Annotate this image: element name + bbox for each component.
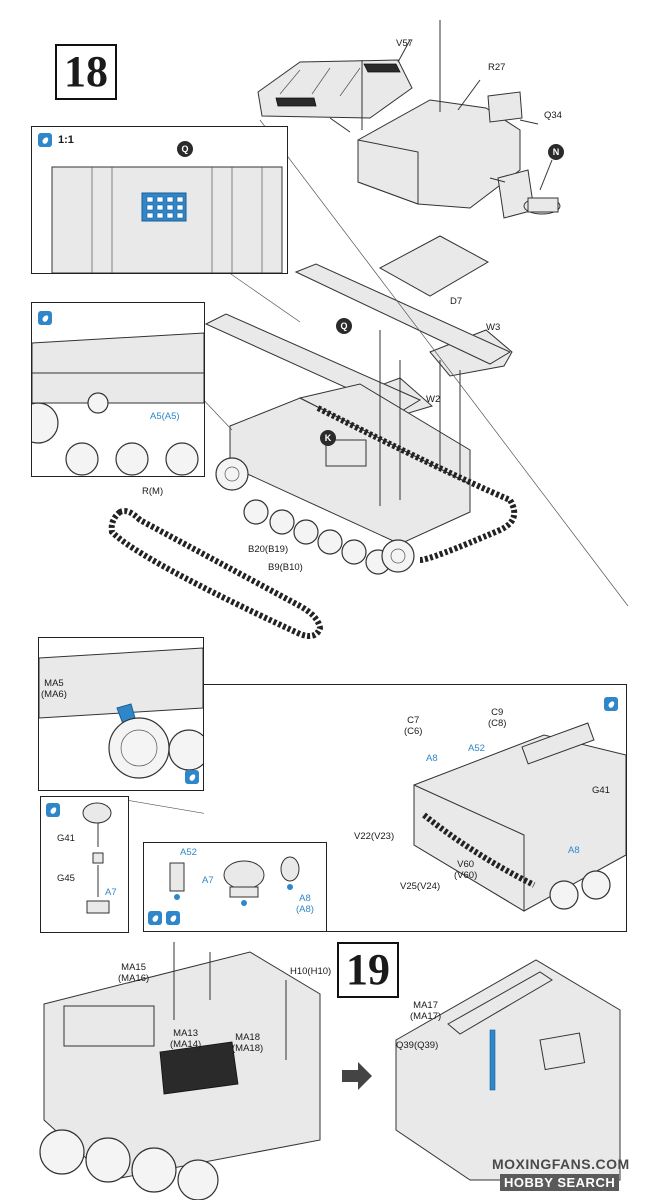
scale-label: 1:1: [58, 134, 74, 146]
superstructure-part: [357, 20, 561, 219]
label-g41-left: G41: [57, 833, 75, 844]
badge-q-inset: Q: [177, 141, 193, 157]
a52-drawing: [169, 856, 300, 906]
label-v60: V60 (V60): [454, 859, 478, 881]
ma5-drawing: [39, 647, 203, 779]
label-a7-left: A7: [105, 887, 117, 898]
label-w3: W3: [486, 322, 501, 333]
label-g45: G45: [57, 873, 75, 884]
glue-icon: [604, 697, 618, 711]
label-v57: V57: [396, 38, 413, 49]
road-wheels: [215, 457, 415, 575]
right-track: [316, 405, 518, 563]
left-track-loose: [108, 508, 324, 639]
glue-icon: [148, 911, 162, 925]
badge-n: N: [548, 144, 564, 160]
label-a52-top: A52: [468, 743, 485, 754]
badge-q: Q: [336, 318, 352, 334]
label-a8-right: A8: [568, 845, 580, 856]
label-v22: V22(V23): [354, 831, 395, 842]
label-a8-box: A8 (A8): [296, 893, 314, 915]
suspension-drawing: [32, 332, 204, 476]
g41-drawing: [82, 802, 112, 914]
assembly-arrows: [329, 39, 553, 191]
glue-icon: [46, 803, 60, 817]
inset-1to1-panel: 1:1 Q: [31, 126, 288, 274]
inset-suspension-panel: A5(A5): [31, 302, 205, 477]
label-v25: V25(V24): [400, 881, 441, 892]
label-ma5: MA5 (MA6): [41, 678, 67, 700]
label-ma18: MA18 (MA18): [232, 1032, 264, 1054]
arrow-right-icon: [342, 1062, 372, 1090]
step-number-19: 19: [337, 942, 399, 998]
inset-1to1-drawing: [51, 166, 283, 273]
label-b20: B20(B19): [248, 544, 289, 555]
label-ma17: MA17 (MA17): [410, 1000, 442, 1022]
label-w2: W2: [426, 394, 441, 405]
paint-icon: [166, 911, 180, 925]
label-q34: Q34: [544, 110, 562, 121]
part-d7: [378, 235, 490, 297]
inset-ma5-panel: MA5 (MA6): [38, 637, 204, 791]
glue-icon: [185, 770, 199, 784]
label-a7-box: A7: [202, 875, 214, 886]
right-fender: [294, 263, 512, 365]
inset-a52-panel: A52 A7 A8 (A8): [143, 842, 327, 932]
label-h10: H10(H10): [290, 966, 332, 977]
label-a8-top: A8: [426, 753, 438, 764]
label-ma13: MA13 (MA14): [170, 1028, 202, 1050]
watermark-site: MOXINGFANS.COM: [492, 1156, 630, 1172]
label-g41-right: G41: [592, 785, 610, 796]
label-a52-box: A52: [180, 847, 197, 858]
label-c9: C9 (C8): [488, 707, 507, 729]
glue-icon: [38, 311, 52, 325]
step-number-18: 18: [55, 44, 117, 100]
label-rm: R(M): [142, 486, 164, 497]
glue-icon: [38, 133, 52, 147]
label-b9: B9(B10): [268, 562, 303, 573]
label-d7: D7: [450, 296, 463, 307]
engine-deck-part: [257, 59, 413, 119]
label-c7: C7 (C6): [404, 715, 423, 737]
label-a5: A5(A5): [150, 411, 180, 422]
watermark-search: HOBBY SEARCH: [500, 1174, 620, 1191]
label-q39: Q39(Q39): [396, 1040, 439, 1051]
label-r27: R27: [488, 62, 506, 73]
inset-g41-panel: G41 G45 A7: [40, 796, 129, 933]
label-ma15: MA15 (MA16): [118, 962, 150, 984]
badge-k: K: [320, 430, 336, 446]
front-detail-drawing: [413, 722, 626, 912]
